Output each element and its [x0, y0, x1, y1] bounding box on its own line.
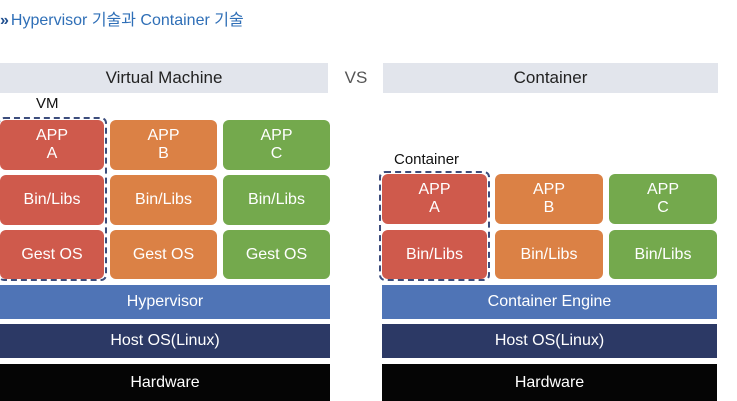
- container-hardware-label: Hardware: [514, 373, 585, 391]
- vm-hardware-layer: Hardware: [0, 364, 330, 401]
- container-bin-libs-a-label: Bin/Libs: [406, 245, 463, 263]
- vm-app-a-label: APP A: [35, 127, 68, 162]
- vs-label: VS: [344, 68, 368, 87]
- container-group-label: Container: [394, 151, 460, 168]
- container-app-c: APP C: [609, 174, 717, 224]
- vm-app-c-label: APP C: [260, 127, 293, 162]
- page-title: »Hypervisor 기술과 Container 기술: [0, 8, 244, 34]
- vm-hypervisor-layer: Hypervisor: [0, 285, 330, 319]
- container-header: Container: [383, 63, 718, 93]
- container-app-b: APP B: [495, 174, 603, 224]
- container-bin-libs-c-label: Bin/Libs: [634, 245, 692, 263]
- vm-bin-libs-a: Bin/Libs: [0, 175, 104, 225]
- vm-bin-libs-a-label: Bin/Libs: [23, 191, 81, 208]
- vm-gest-os-b: Gest OS: [110, 230, 217, 279]
- vm-gest-os-c-label: Gest OS: [245, 245, 308, 263]
- container-engine-layer: Container Engine: [382, 285, 717, 319]
- vm-bin-libs-c-label: Bin/Libs: [248, 191, 305, 208]
- vm-host-os-layer: Host OS(Linux): [0, 324, 330, 358]
- vm-group-outline: [0, 117, 107, 281]
- container-app-c-label: APP C: [646, 181, 679, 216]
- container-bin-libs-a: Bin/Libs: [382, 230, 487, 279]
- container-host-os-layer: Host OS(Linux): [382, 324, 717, 358]
- container-engine-label: Container Engine: [487, 293, 612, 310]
- container-hardware-layer: Hardware: [382, 364, 717, 401]
- vm-app-c: APP C: [223, 120, 330, 170]
- container-app-b-label: APP B: [532, 181, 565, 216]
- title-text: Hypervisor 기술과 Container 기술: [10, 12, 244, 29]
- vm-gest-os-a: Gest OS: [0, 230, 104, 279]
- container-bin-libs-b-label: Bin/Libs: [520, 245, 578, 263]
- vm-gest-os-a-label: Gest OS: [21, 245, 83, 263]
- vm-app-a: APP A: [0, 120, 104, 170]
- vm-hardware-label: Hardware: [130, 373, 200, 391]
- vm-app-b: APP B: [110, 120, 217, 170]
- vm-app-b-label: APP B: [147, 127, 180, 162]
- vm-host-os-label: Host OS(Linux): [110, 332, 220, 349]
- vm-header: Virtual Machine: [0, 63, 328, 93]
- vm-bin-libs-b-label: Bin/Libs: [135, 191, 192, 208]
- container-group-outline: [379, 171, 490, 281]
- title-marker: »: [0, 12, 9, 29]
- vm-gest-os-c: Gest OS: [223, 230, 330, 279]
- vm-group-label: VM: [36, 95, 59, 112]
- vm-bin-libs-c: Bin/Libs: [223, 175, 330, 225]
- container-bin-libs-c: Bin/Libs: [609, 230, 717, 279]
- vm-hypervisor-label: Hypervisor: [126, 293, 204, 310]
- vm-bin-libs-b: Bin/Libs: [110, 175, 217, 225]
- container-app-a-label: APP A: [418, 181, 451, 216]
- container-host-os-label: Host OS(Linux): [494, 332, 605, 349]
- container-app-a: APP A: [382, 174, 487, 224]
- vm-gest-os-b-label: Gest OS: [132, 245, 195, 263]
- container-bin-libs-b: Bin/Libs: [495, 230, 603, 279]
